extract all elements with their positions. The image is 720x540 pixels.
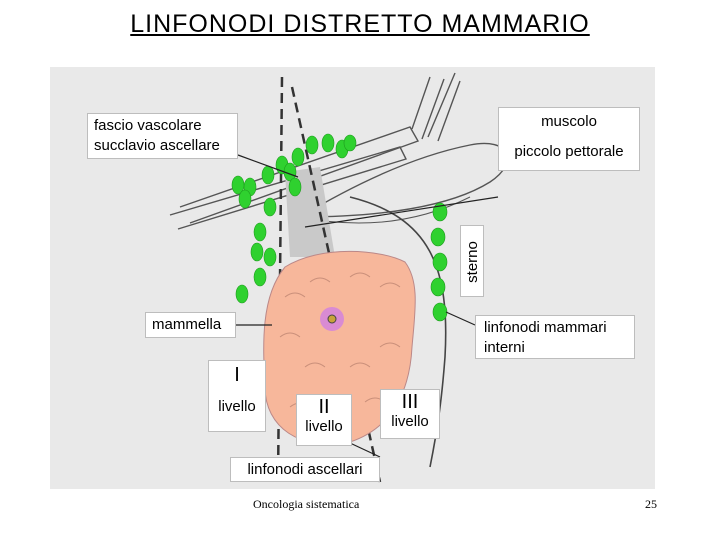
- label-linfonodi-mammari: linfonodi mammari interni: [475, 315, 635, 359]
- anatomy-figure: fascio vascolare succlavio ascellare mus…: [50, 67, 655, 489]
- label-muscolo-line1: muscolo: [541, 113, 597, 130]
- page-number: 25: [645, 497, 657, 511]
- label-sterno-text: sterno: [464, 241, 481, 283]
- label-mammari-line1: linfonodi mammari: [484, 319, 607, 336]
- label-linfonodi-ascellari: linfonodi ascellari: [230, 457, 380, 482]
- level-3-number: III: [401, 391, 419, 413]
- anatomy-drawing: [169, 72, 509, 483]
- slide-title: LINFONODI DISTRETTO MAMMARIO: [130, 10, 590, 38]
- level-2-word: livello: [305, 418, 343, 435]
- level-3-word: livello: [391, 413, 429, 430]
- nipple: [327, 314, 337, 324]
- label-mammella: mammella: [145, 312, 236, 338]
- label-level-3: III livello: [380, 389, 440, 439]
- label-fascio-line2: succlavio ascellare: [94, 137, 220, 154]
- label-muscolo-line2: piccolo pettorale: [514, 143, 624, 160]
- label-level-2: II livello: [296, 394, 352, 446]
- label-fascio-vascolare: fascio vascolare succlavio ascellare: [87, 113, 238, 159]
- pointer-lines: [236, 154, 499, 458]
- label-mammella-text: mammella: [152, 316, 222, 333]
- label-ascellari-text: linfonodi ascellari: [247, 461, 363, 478]
- label-fascio-line1: fascio vascolare: [94, 117, 202, 134]
- internal-mammary-nodes: [430, 202, 448, 322]
- label-level-1: I livello: [208, 360, 266, 432]
- axillary-nodes: [231, 133, 357, 304]
- level-1-word: livello: [218, 398, 256, 415]
- level-2-number: II: [318, 396, 330, 418]
- label-sterno: sterno: [460, 225, 484, 297]
- footer-text: Oncologia sistematica: [253, 497, 360, 511]
- level-1-number: I: [234, 364, 240, 386]
- label-mammari-line2: interni: [484, 339, 525, 356]
- label-muscolo: muscolo piccolo pettorale: [498, 107, 640, 171]
